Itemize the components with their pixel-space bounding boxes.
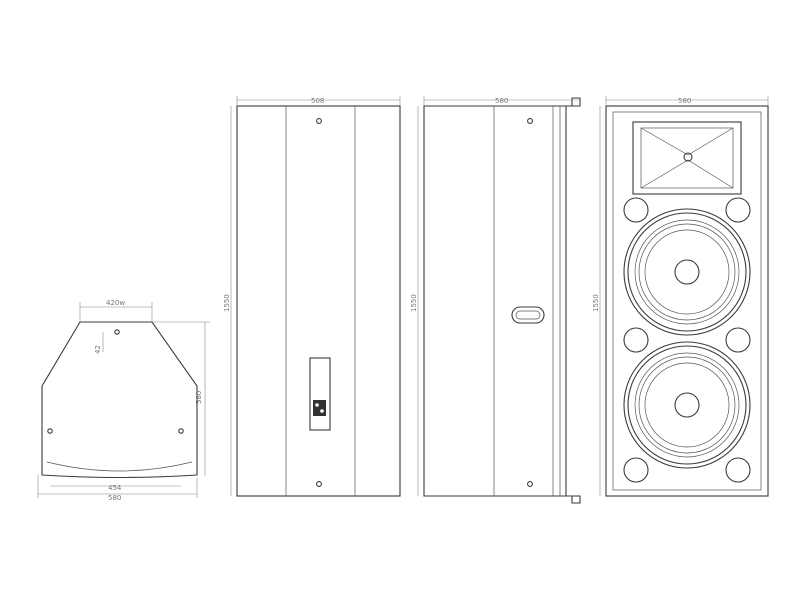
top-view-outline	[41, 321, 198, 479]
bass-port	[725, 197, 751, 223]
horn-line	[687, 159, 734, 189]
handle-icon	[511, 306, 545, 324]
horn-line	[640, 159, 689, 189]
woofer-cone	[638, 223, 736, 321]
woofer-surround	[627, 345, 747, 465]
dust-cap	[674, 392, 700, 418]
input-panel	[309, 357, 331, 431]
connector-pin	[315, 403, 319, 407]
horn-throat	[640, 127, 734, 189]
woofer-cone	[644, 229, 730, 315]
woofer-lower	[623, 341, 751, 469]
horn-flare	[632, 121, 742, 195]
rigging-point	[527, 481, 533, 487]
top-view: 42 420w 454 580 580	[37, 299, 210, 502]
dim-top-label: 420w	[106, 299, 125, 307]
mount-hole	[114, 329, 120, 335]
mount-hole	[47, 428, 53, 434]
dim-bottom-inner-label: 454	[108, 484, 122, 492]
woofer-upper	[623, 208, 751, 336]
dim-height-label: 1550	[223, 294, 231, 312]
mount-hole	[178, 428, 184, 434]
dust-cap	[674, 259, 700, 285]
side-view-left: 508 1550	[223, 96, 401, 497]
front-baffle	[612, 111, 762, 491]
bass-port	[725, 457, 751, 483]
connector-pin	[320, 409, 324, 413]
dim-hole-label: 42	[94, 345, 102, 354]
rigging-point	[316, 481, 322, 487]
rigging-point	[316, 118, 322, 124]
compression-driver-icon	[683, 152, 693, 162]
woofer-cone	[638, 356, 736, 454]
woofer-surround	[627, 212, 747, 332]
bass-port	[623, 457, 649, 483]
dim-bottom-outer-label: 580	[108, 494, 121, 502]
dim-width-label: 580	[678, 97, 691, 105]
side-view-right: 580 1550	[410, 96, 581, 504]
bass-port	[623, 197, 649, 223]
front-view: 580 1550	[592, 96, 769, 497]
top-view-inner-curve	[46, 461, 193, 472]
handle-inner	[515, 310, 541, 320]
bass-port	[623, 327, 649, 353]
woofer-cone	[634, 219, 740, 325]
horn-line	[687, 127, 734, 156]
front-cabinet	[605, 105, 769, 497]
dim-width-label: 580	[495, 97, 508, 105]
woofer-frame	[623, 341, 751, 469]
speakon-connector-icon	[313, 400, 326, 416]
woofer-cone	[634, 352, 740, 458]
dim-height-label: 1550	[410, 294, 418, 312]
woofer-cone	[644, 362, 730, 448]
bass-port	[725, 327, 751, 353]
side-left-body	[236, 105, 401, 497]
dim-height-label: 1550	[592, 294, 600, 312]
woofer-frame	[623, 208, 751, 336]
side-right-body	[423, 97, 581, 504]
dim-right-label: 580	[195, 391, 203, 404]
rigging-point	[527, 118, 533, 124]
dim-width-label: 508	[311, 97, 324, 105]
horn-line	[640, 127, 689, 156]
